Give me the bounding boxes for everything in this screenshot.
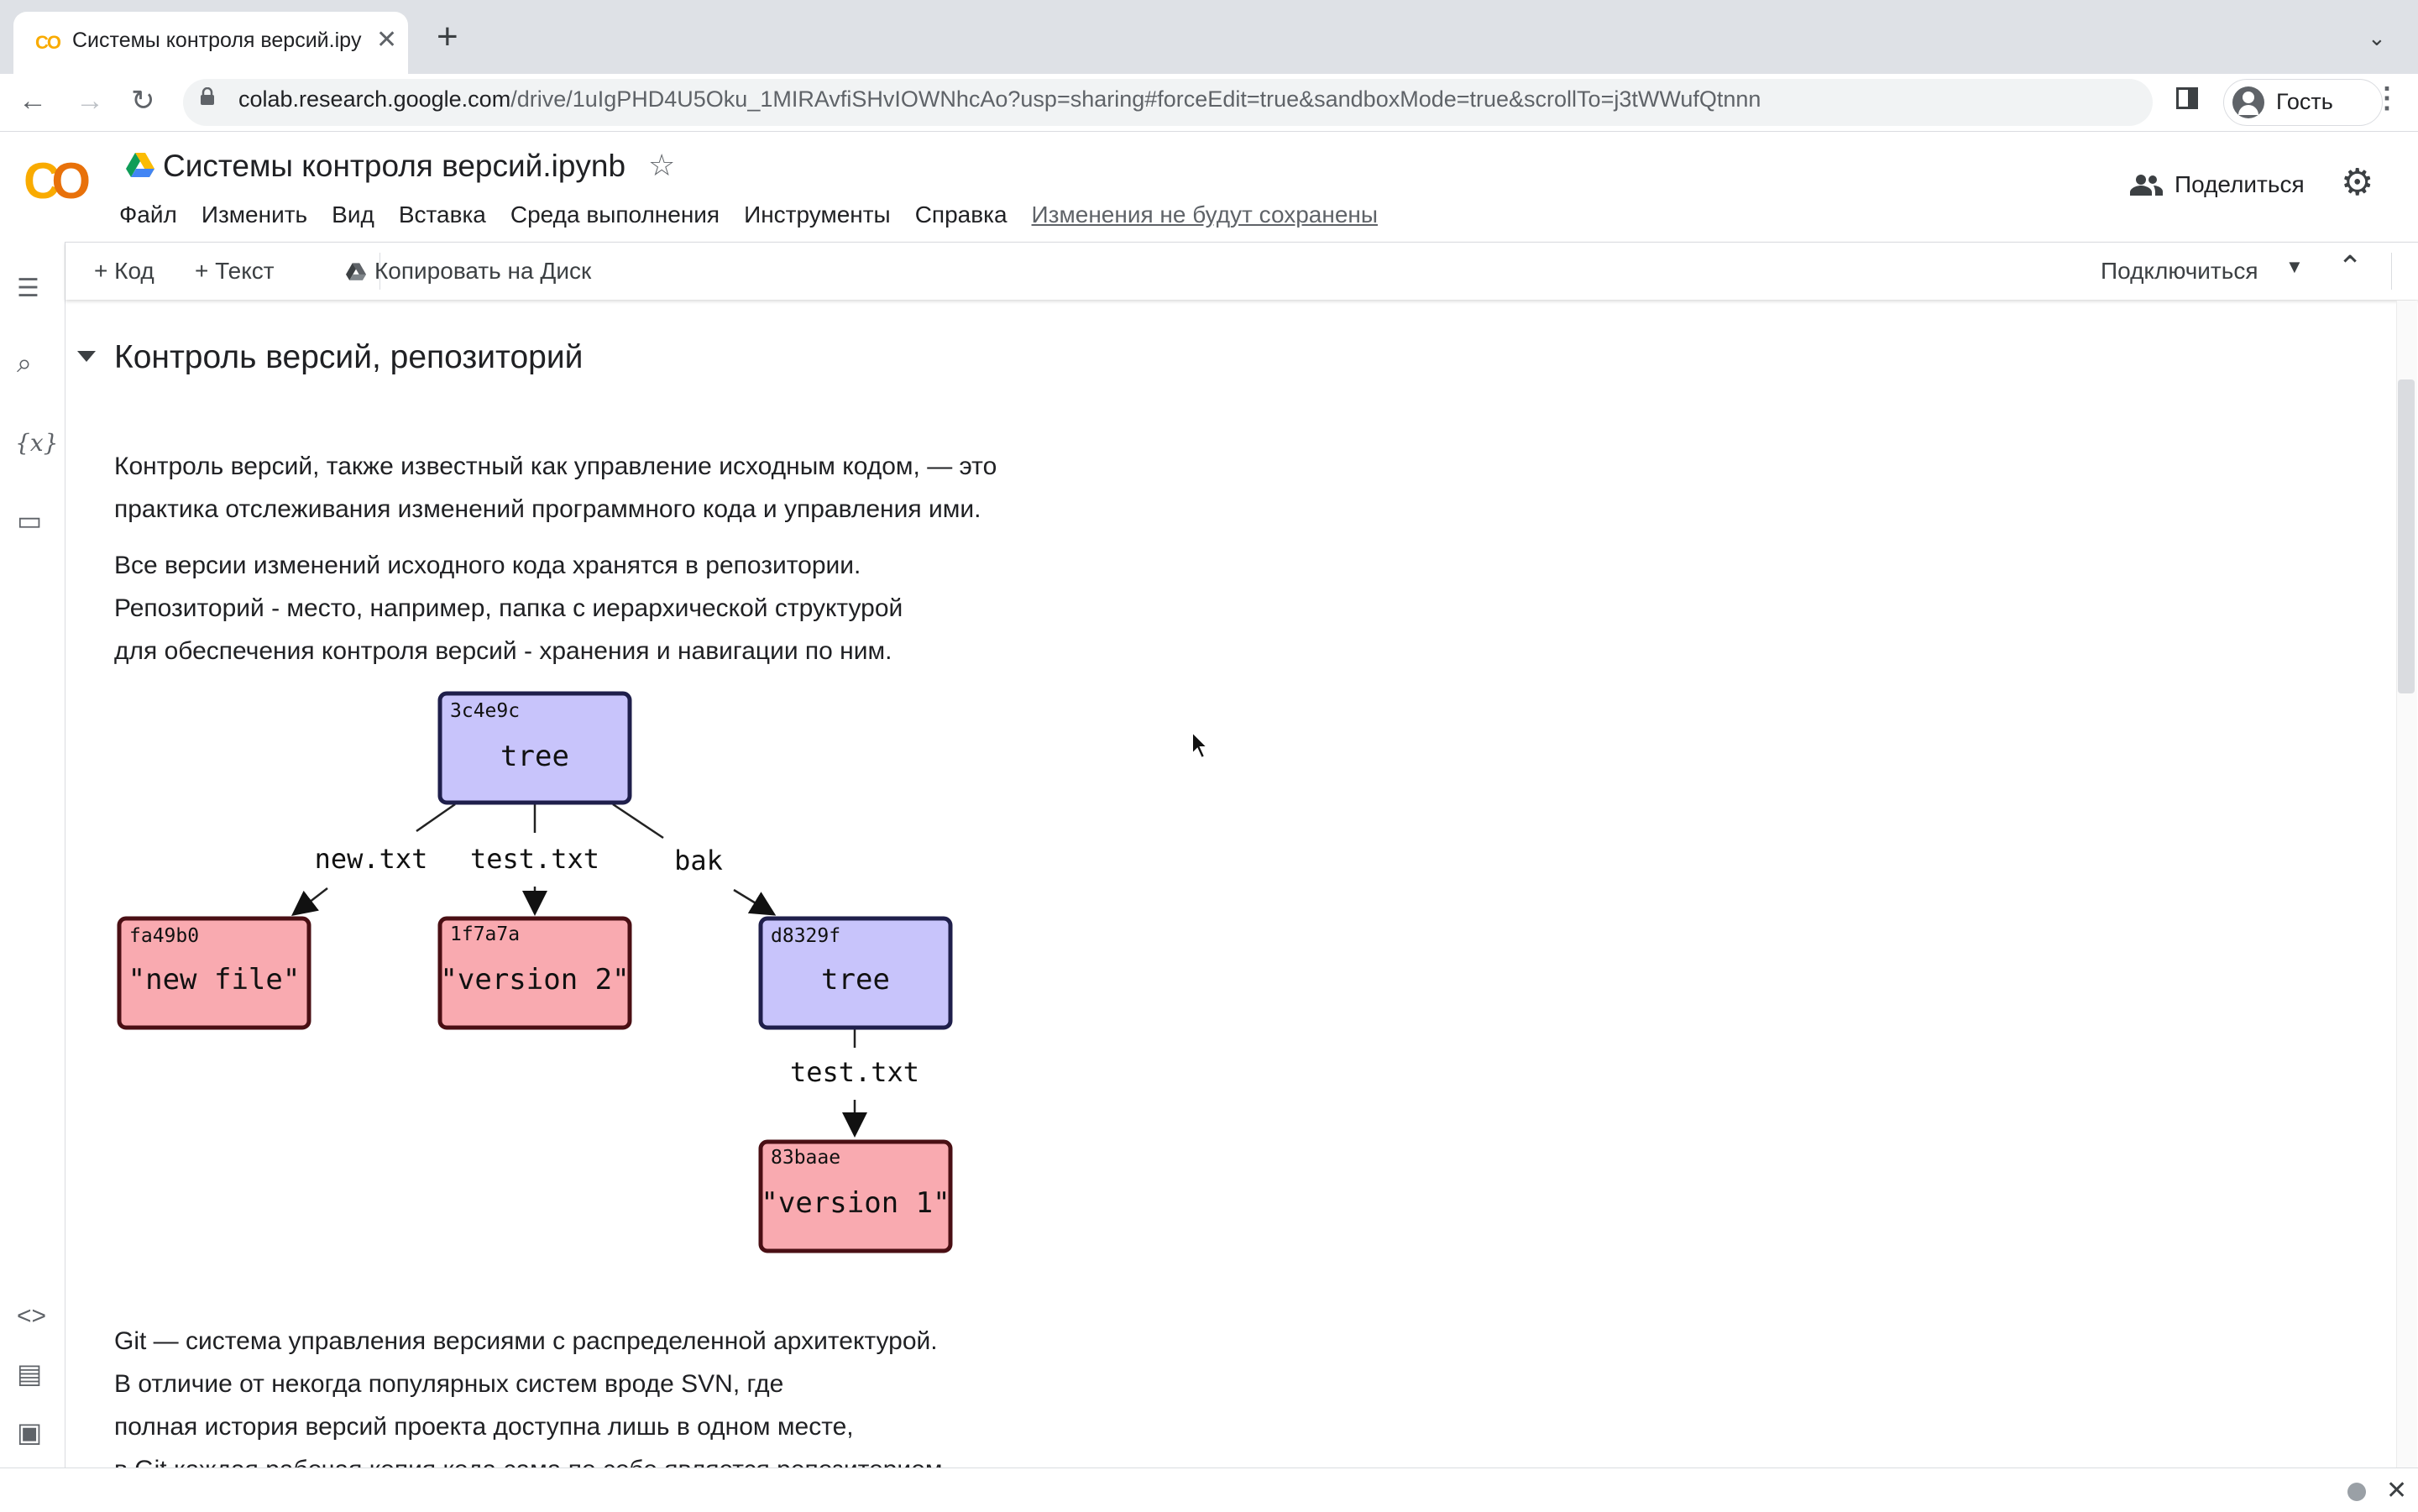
add-code-button[interactable]: + Код: [94, 258, 154, 284]
settings-gear-icon[interactable]: ⚙: [2341, 162, 2374, 203]
node-label: tree: [821, 963, 890, 997]
menu-bar: Файл Изменить Вид Вставка Среда выполнен…: [119, 201, 1378, 228]
profile-name: Гость: [2276, 89, 2333, 114]
code-snippets-icon[interactable]: <>: [17, 1302, 47, 1330]
variables-icon[interactable]: {x}: [15, 429, 59, 457]
edge-arrow: [291, 887, 328, 917]
copy-to-drive-label: Копировать на Диск: [374, 258, 592, 284]
node-hash: d8329f: [771, 925, 840, 947]
node-label: "version 2": [440, 963, 629, 997]
lock-icon[interactable]: [200, 87, 215, 106]
text-line: в Git каждая рабочая копия кода сама по …: [114, 1448, 950, 1468]
collapse-header-icon[interactable]: ⌃: [2337, 249, 2363, 284]
tab-search-chevron-icon[interactable]: ⌄: [2368, 25, 2386, 50]
menu-runtime[interactable]: Среда выполнения: [510, 201, 720, 228]
section-collapse-caret-icon[interactable]: [77, 351, 96, 362]
node-label: "version 1": [761, 1186, 950, 1220]
edge-label: bak: [674, 845, 723, 876]
notebook-title[interactable]: Системы контроля версий.ipynb: [163, 149, 626, 183]
drive-icon: [346, 263, 366, 280]
star-icon[interactable]: ☆: [648, 148, 676, 182]
text-line: Репозиторий - место, например, папка с и…: [114, 594, 903, 622]
search-icon[interactable]: ⌕: [17, 348, 32, 378]
mouse-cursor-icon: [1191, 730, 1210, 760]
toolbar-divider: [379, 253, 380, 290]
browser-tab[interactable]: CO Системы контроля версий.ipy ✕: [13, 12, 408, 74]
text-line: полная история версий проекта доступна л…: [114, 1413, 854, 1441]
menu-file[interactable]: Файл: [119, 201, 177, 228]
command-palette-icon[interactable]: ▤: [17, 1358, 43, 1389]
colab-favicon-icon: CO: [35, 32, 61, 53]
back-arrow-icon[interactable]: ←: [18, 85, 47, 117]
avatar-icon: [2232, 86, 2264, 118]
diagram-node-blob-version-2: 1f7a7a "version 2": [437, 916, 632, 1030]
text-line: Все версии изменений исходного кода хран…: [114, 552, 861, 579]
menu-view[interactable]: Вид: [332, 201, 374, 228]
side-panel-icon[interactable]: [2176, 87, 2198, 109]
menu-help[interactable]: Справка: [914, 201, 1008, 228]
url-text[interactable]: colab.research.google.com/drive/1uIgPHD4…: [238, 86, 1761, 112]
diagram-node-tree-root: 3c4e9c tree: [437, 691, 632, 805]
share-label: Поделиться: [2175, 171, 2305, 197]
text-line: Контроль версий, также известный как упр…: [114, 453, 997, 480]
unsaved-changes-link[interactable]: Изменения не будут сохранены: [1031, 201, 1378, 228]
terminal-icon[interactable]: ▣: [17, 1417, 43, 1447]
address-bar[interactable]: [183, 79, 2153, 126]
url-host: colab.research.google.com: [238, 86, 511, 112]
node-hash: 3c4e9c: [450, 700, 520, 722]
git-tree-diagram: new.txt test.txt bak test.txt 3c4e9c tre…: [117, 691, 953, 1253]
connect-button[interactable]: Подключиться: [2101, 258, 2258, 284]
edge-arrow: [733, 888, 777, 916]
people-icon: [2130, 175, 2163, 196]
profile-button[interactable]: Гость: [2223, 79, 2383, 126]
forward-arrow-icon[interactable]: →: [76, 85, 104, 117]
connect-dropdown-icon[interactable]: ▼: [2285, 256, 2304, 277]
diagram-node-tree-bak: d8329f tree: [758, 916, 953, 1030]
text-line: практика отслеживания изменений программ…: [114, 495, 981, 523]
menu-tools[interactable]: Инструменты: [744, 201, 891, 228]
kebab-menu-icon[interactable]: ⋮: [2373, 82, 2401, 114]
edge-label: test.txt: [790, 1056, 919, 1088]
close-tab-icon[interactable]: ✕: [376, 26, 398, 54]
edge-line: [612, 803, 664, 840]
left-rail: ☰ ⌕ {x} ▭ <> ▤ ▣: [0, 242, 65, 1468]
share-button[interactable]: Поделиться: [2129, 171, 2305, 198]
paragraph-repository: Все версии изменений исходного кода хран…: [114, 544, 903, 672]
status-indicator-icon: [2347, 1483, 2366, 1501]
text-line: для обеспечения контроля версий - хранен…: [114, 637, 892, 665]
reload-icon[interactable]: ↻: [131, 85, 155, 117]
new-tab-icon[interactable]: +: [437, 16, 458, 57]
node-hash: fa49b0: [129, 925, 199, 947]
colab-logo[interactable]: CO: [24, 153, 91, 209]
edge-label: new.txt: [315, 843, 428, 875]
folder-icon[interactable]: ▭: [17, 505, 43, 536]
tab-title: Системы контроля версий.ipy: [72, 29, 362, 52]
scrollbar-thumb[interactable]: [2398, 379, 2415, 693]
table-of-contents-icon[interactable]: ☰: [17, 275, 39, 302]
node-label: tree: [500, 740, 569, 773]
notebook-toolbar: + Код + Текст Копировать на Диск Подключ…: [65, 242, 2418, 300]
url-path: /drive/1uIgPHD4U5Oku_1MIRAvfiSHvIOWNhcAo…: [510, 86, 1761, 112]
node-label: "new file": [128, 963, 301, 997]
paragraph-version-control: Контроль версий, также известный как упр…: [114, 445, 997, 531]
edge-line: [416, 803, 456, 833]
node-hash: 83baae: [771, 1147, 840, 1169]
google-drive-icon: [126, 153, 154, 177]
copy-to-drive-button[interactable]: Копировать на Диск: [346, 258, 591, 285]
status-bar: [0, 1468, 2418, 1512]
node-hash: 1f7a7a: [450, 923, 520, 945]
section-heading: Контроль версий, репозиторий: [114, 339, 584, 375]
text-line: В отличие от некогда популярных систем в…: [114, 1370, 784, 1398]
edge-label: test.txt: [470, 843, 599, 875]
paragraph-git: Git — система управления версиями с расп…: [114, 1320, 950, 1468]
close-status-icon[interactable]: ✕: [2386, 1477, 2408, 1504]
toolbar-divider-right: [2391, 253, 2392, 290]
add-text-button[interactable]: + Текст: [195, 258, 275, 284]
menu-insert[interactable]: Вставка: [398, 201, 486, 228]
text-line: Git — система управления версиями с расп…: [114, 1327, 938, 1355]
diagram-node-blob-version-1: 83baae "version 1": [758, 1139, 953, 1253]
diagram-node-blob-new-file: fa49b0 "new file": [117, 916, 311, 1030]
menu-edit[interactable]: Изменить: [201, 201, 308, 228]
